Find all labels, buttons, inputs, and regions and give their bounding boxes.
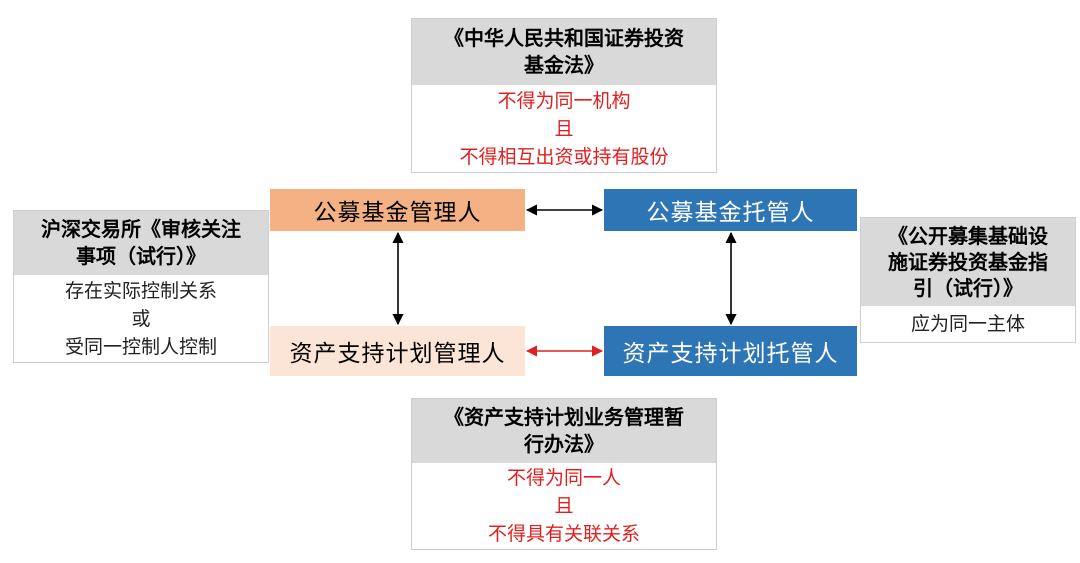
top-card-rule-1: 不得为同一机构 [497, 89, 631, 112]
right-card-rules: 应为同一主体 [861, 306, 1075, 342]
bottom-regulation-card: 《资产支持计划业务管理暂 行办法》 不得为同一人 且 不得具有关联关系 [411, 398, 717, 550]
bottom-card-title-line-1: 《资产支持计划业务管理暂 [444, 405, 684, 429]
top-card-rule-3: 不得相互出资或持有股份 [459, 145, 669, 168]
right-card-title-line-3: 引（试行）》 [913, 276, 1023, 300]
left-card-rules: 存在实际控制关系 或 受同一控制人控制 [14, 275, 268, 362]
right-card-title-line-1: 《公开募集基础设 [888, 224, 1048, 248]
top-card-rule-2: 且 [554, 117, 574, 140]
bottom-card-title: 《资产支持计划业务管理暂 行办法》 [412, 399, 716, 463]
top-regulation-card: 《中华人民共和国证券投资 基金法》 不得为同一机构 且 不得相互出资或持有股份 [411, 18, 717, 173]
fund-manager-node: 公募基金管理人 [270, 189, 525, 231]
left-card-rule-3: 受同一控制人控制 [64, 335, 217, 358]
bottom-card-rule-1: 不得为同一人 [506, 467, 621, 489]
left-card-rule-1: 存在实际控制关系 [64, 279, 217, 302]
right-card-rule-1: 应为同一主体 [910, 313, 1025, 335]
bottom-card-title-line-2: 行办法》 [524, 432, 604, 456]
left-card-title: 沪深交易所《审核关注 事项（试行）》 [14, 211, 268, 275]
bottom-card-rules: 不得为同一人 且 不得具有关联关系 [412, 463, 716, 549]
left-card-title-line-2: 事项（试行）》 [76, 244, 206, 268]
left-card-title-line-1: 沪深交易所《审核关注 [41, 217, 241, 241]
bottom-card-rule-3: 不得具有关联关系 [487, 523, 640, 545]
bottom-card-rule-2: 且 [554, 495, 574, 517]
right-card-title: 《公开募集基础设 施证券投资基金指 引（试行）》 [861, 218, 1075, 306]
top-card-rules: 不得为同一机构 且 不得相互出资或持有股份 [412, 85, 716, 172]
abs-custodian-node: 资产支持计划托管人 [604, 326, 857, 376]
right-regulation-card: 《公开募集基础设 施证券投资基金指 引（试行）》 应为同一主体 [860, 217, 1076, 343]
top-card-title-line-1: 《中华人民共和国证券投资 [444, 26, 684, 50]
top-card-title-line-2: 基金法》 [524, 53, 604, 77]
abs-manager-node: 资产支持计划管理人 [270, 326, 525, 376]
left-regulation-card: 沪深交易所《审核关注 事项（试行）》 存在实际控制关系 或 受同一控制人控制 [13, 210, 269, 363]
top-card-title: 《中华人民共和国证券投资 基金法》 [412, 19, 716, 85]
fund-custodian-node: 公募基金托管人 [604, 189, 857, 231]
right-card-title-line-2: 施证券投资基金指 [888, 250, 1048, 274]
left-card-rule-2: 或 [131, 307, 151, 330]
